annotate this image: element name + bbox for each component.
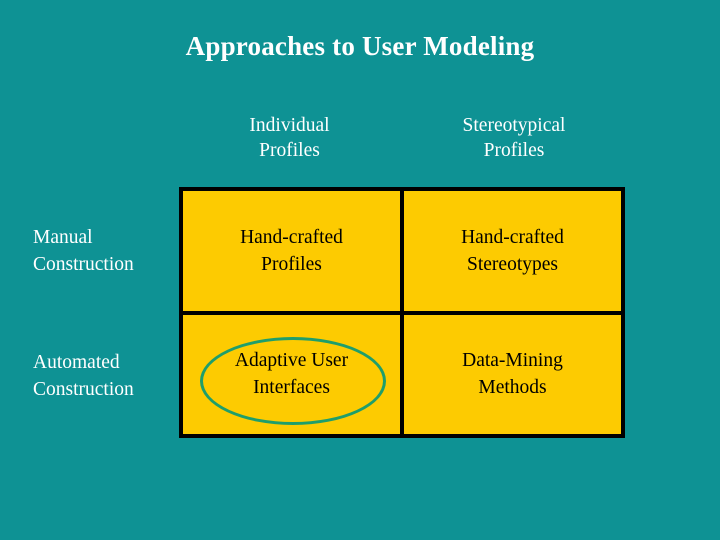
matrix-cell-data-mining-methods-line2: Methods [478, 377, 547, 399]
column-header-individual-profiles-line1: Individual [249, 115, 330, 136]
matrix-cell-data-mining-methods-line1: Data-Mining [462, 350, 563, 372]
matrix-cell-adaptive-user-interfaces-line2: Interfaces [253, 377, 330, 399]
column-header-individual-profiles: Individual Profiles [179, 113, 400, 163]
matrix-cell-hand-crafted-stereotypes-line2: Stereotypes [467, 253, 558, 275]
matrix-cell-adaptive-user-interfaces: Adaptive User Interfaces [183, 314, 400, 434]
column-header-individual-profiles-line2: Profiles [259, 140, 320, 161]
row-label-automated-construction: Automated Construction [33, 349, 178, 403]
matrix-cell-hand-crafted-profiles: Hand-crafted Profiles [183, 191, 400, 311]
matrix-cell-data-mining-methods: Data-Mining Methods [404, 314, 621, 434]
approaches-matrix: Hand-crafted Profiles Hand-crafted Stere… [179, 187, 625, 438]
matrix-cell-hand-crafted-profiles-text: Hand-crafted Profiles [240, 224, 343, 278]
row-label-manual-construction-line2: Construction [33, 254, 134, 275]
matrix-cell-hand-crafted-stereotypes-line1: Hand-crafted [461, 226, 564, 248]
matrix-cell-hand-crafted-profiles-line1: Hand-crafted [240, 226, 343, 248]
column-header-stereotypical-profiles-line2: Profiles [483, 140, 545, 161]
page-title: Approaches to User Modeling [185, 31, 535, 61]
column-header-stereotypical-profiles-line1: Stereotypical [462, 115, 566, 136]
matrix-cell-adaptive-user-interfaces-line1: Adaptive User [234, 350, 349, 372]
matrix-cell-hand-crafted-stereotypes-text: Hand-crafted Stereotypes [461, 224, 564, 278]
row-label-automated-construction-line1: Automated [33, 352, 120, 373]
matrix-cell-hand-crafted-profiles-line2: Profiles [261, 253, 322, 275]
row-label-manual-construction-line1: Manual [33, 227, 93, 248]
row-label-manual-construction: Manual Construction [33, 224, 178, 278]
row-label-automated-construction-line2: Construction [33, 379, 134, 400]
column-header-stereotypical-profiles: Stereotypical Profiles [403, 113, 625, 163]
matrix-cell-adaptive-user-interfaces-text: Adaptive User Interfaces [235, 347, 348, 401]
matrix-cell-hand-crafted-stereotypes: Hand-crafted Stereotypes [404, 191, 621, 311]
matrix-cell-data-mining-methods-text: Data-Mining Methods [462, 347, 563, 401]
